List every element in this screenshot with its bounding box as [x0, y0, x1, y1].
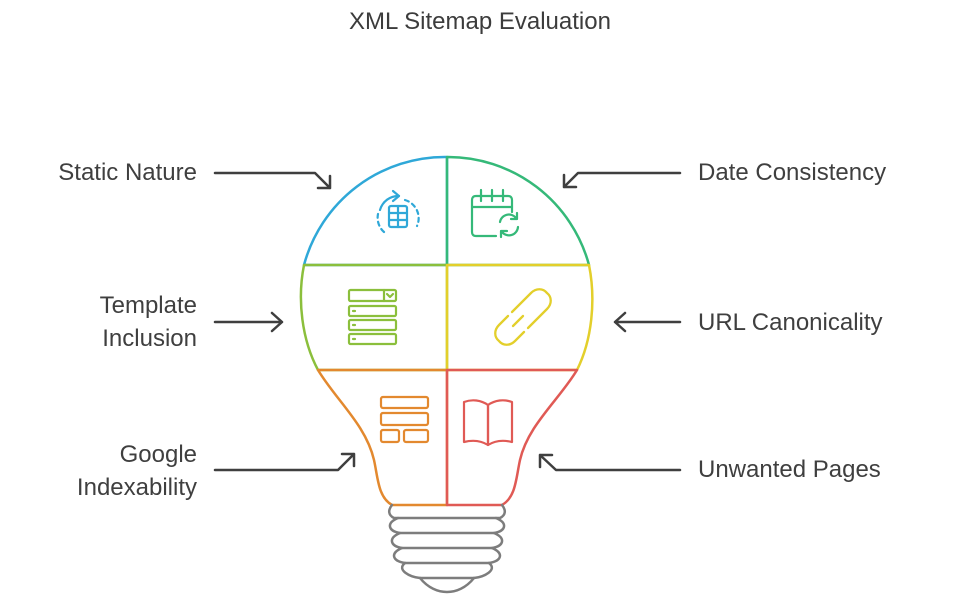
arrow-template-inclusion	[213, 311, 284, 333]
arrow-google-indexability	[213, 452, 356, 472]
arrow-static-nature	[213, 171, 332, 190]
segment-google-indexability	[316, 368, 449, 507]
label-unwanted-pages: Unwanted Pages	[698, 456, 881, 483]
label-url-canonicality: URL Canonicality	[698, 309, 883, 336]
arrow-unwanted-pages	[538, 453, 682, 472]
calendar-sync-icon	[470, 188, 520, 239]
segment-unwanted-pages	[445, 368, 579, 507]
layout-grid-icon	[379, 395, 430, 444]
arrows	[213, 171, 682, 472]
template-list-icon	[347, 288, 398, 346]
arrow-url-canonicality	[613, 311, 682, 333]
page-title: XML Sitemap Evaluation	[349, 8, 611, 35]
segment-url-canonicality	[445, 263, 594, 372]
segment-date-consistency	[445, 155, 591, 267]
label-static-nature: Static Nature	[58, 159, 197, 186]
link-icon	[494, 288, 552, 346]
refresh-document-icon	[376, 189, 420, 234]
open-book-icon	[462, 399, 514, 447]
segment-static-nature	[302, 155, 449, 267]
bulb-base	[388, 503, 506, 594]
label-date-consistency: Date Consistency	[698, 159, 887, 186]
label-template-inclusion: Template Inclusion	[99, 292, 197, 352]
segment-template-inclusion	[299, 263, 449, 372]
label-google-indexability: Google Indexability	[76, 441, 197, 501]
arrow-date-consistency	[562, 171, 682, 189]
